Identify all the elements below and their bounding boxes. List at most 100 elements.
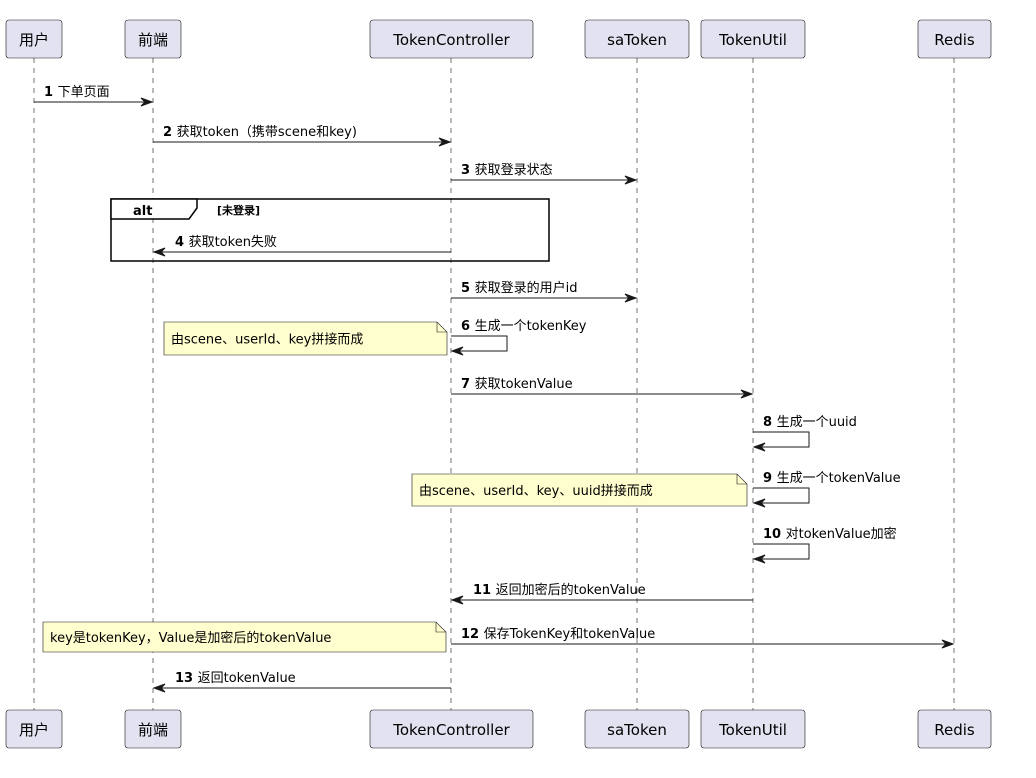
participant-tokenController-bottom: TokenController bbox=[369, 709, 534, 749]
note-corner bbox=[435, 622, 446, 633]
message-text: 返回加密后的tokenValue bbox=[496, 582, 646, 598]
message-label: 11 返回加密后的tokenValue bbox=[473, 582, 646, 598]
message-line bbox=[753, 543, 810, 560]
message-label: 9 生成一个tokenValue bbox=[763, 471, 901, 486]
participant-box bbox=[369, 709, 534, 749]
message-text: 对tokenValue加密 bbox=[786, 526, 897, 542]
message-4: 4 获取token失败 bbox=[152, 235, 451, 257]
arrowhead bbox=[450, 595, 464, 605]
message-number: 6 bbox=[461, 319, 475, 334]
message-1: 1 下单页面 bbox=[34, 85, 154, 107]
message-number: 3 bbox=[461, 163, 475, 178]
participant-label: 前端 bbox=[138, 721, 168, 739]
message-number: 13 bbox=[175, 671, 198, 686]
arrowhead bbox=[152, 683, 166, 693]
message-text: 生成一个tokenKey bbox=[475, 319, 587, 334]
participant-box bbox=[5, 709, 63, 749]
message-3: 3 获取登录状态 bbox=[451, 163, 638, 185]
message-label: 4 获取token失败 bbox=[175, 235, 277, 250]
alt-condition: [未登录] bbox=[217, 203, 260, 217]
participant-label: TokenController bbox=[392, 31, 510, 49]
message-2: 2 获取token（携带scene和key) bbox=[153, 124, 452, 147]
note-9: 由scene、userId、key、uuid拼接而成 bbox=[411, 473, 748, 507]
participant-box bbox=[584, 19, 690, 59]
participant-saToken-bottom: saToken bbox=[584, 709, 690, 749]
participant-user-bottom: 用户 bbox=[5, 709, 63, 749]
message-label: 1 下单页面 bbox=[44, 85, 110, 100]
note-box bbox=[163, 321, 448, 356]
message-number: 11 bbox=[473, 583, 496, 598]
participant-label: Redis bbox=[934, 721, 975, 739]
note-text: 由scene、userId、key拼接而成 bbox=[171, 332, 363, 348]
message-text: 生成一个tokenValue bbox=[777, 471, 901, 486]
participant-label: Redis bbox=[934, 31, 975, 49]
participant-tokenController-top: TokenController bbox=[369, 19, 534, 59]
message-5: 5 获取登录的用户id bbox=[451, 280, 638, 303]
participant-saToken-top: saToken bbox=[584, 19, 690, 59]
message-6: 6 生成一个tokenKey bbox=[450, 319, 587, 356]
note-text: 由scene、userId、key、uuid拼接而成 bbox=[419, 483, 653, 499]
message-number: 9 bbox=[763, 471, 777, 486]
message-label: 13 返回tokenValue bbox=[175, 671, 296, 686]
message-text: 生成一个uuid bbox=[777, 415, 857, 430]
arrowhead bbox=[740, 389, 754, 399]
arrowhead bbox=[941, 639, 955, 649]
message-label: 7 获取tokenValue bbox=[461, 377, 573, 392]
message-number: 8 bbox=[763, 415, 777, 430]
message-number: 12 bbox=[461, 627, 484, 642]
message-text: 获取登录状态 bbox=[475, 163, 553, 178]
message-7: 7 获取tokenValue bbox=[451, 377, 754, 399]
message-label: 12 保存TokenKey和tokenValue bbox=[461, 627, 655, 642]
message-text: 获取token失败 bbox=[189, 235, 277, 250]
message-10: 10 对tokenValue加密 bbox=[752, 526, 897, 564]
participant-box bbox=[369, 19, 534, 59]
note-corner bbox=[736, 474, 747, 485]
participant-label: TokenController bbox=[392, 721, 510, 739]
message-text: 下单页面 bbox=[58, 85, 110, 100]
message-number: 5 bbox=[461, 281, 475, 296]
notes: 由scene、userId、key拼接而成由scene、userId、key、u… bbox=[42, 321, 748, 653]
message-text: 获取tokenValue bbox=[475, 377, 573, 392]
participant-redis-bottom: Redis bbox=[917, 709, 992, 749]
participant-frontend-bottom: 前端 bbox=[124, 709, 182, 749]
message-label: 3 获取登录状态 bbox=[461, 163, 553, 178]
participant-label: saToken bbox=[607, 31, 667, 49]
message-line bbox=[753, 431, 810, 448]
alt-fragment: alt [未登录] bbox=[110, 198, 550, 262]
participant-box bbox=[917, 19, 992, 59]
message-label: 5 获取登录的用户id bbox=[461, 280, 577, 296]
participant-tokenUtil-top: TokenUtil bbox=[700, 19, 806, 59]
note-corner bbox=[436, 322, 447, 333]
message-12: 12 保存TokenKey和tokenValue bbox=[451, 627, 955, 649]
arrowhead bbox=[140, 97, 154, 107]
note-12: key是tokenKey，Value是加密后的tokenValue bbox=[42, 621, 447, 653]
message-11: 11 返回加密后的tokenValue bbox=[450, 582, 753, 605]
message-13: 13 返回tokenValue bbox=[152, 671, 451, 693]
arrowhead bbox=[624, 293, 638, 303]
participant-label: 用户 bbox=[19, 31, 49, 49]
arrowhead bbox=[152, 247, 166, 257]
participant-box bbox=[124, 709, 182, 749]
participant-label: TokenUtil bbox=[718, 31, 787, 49]
arrowhead bbox=[752, 554, 766, 564]
note-box bbox=[42, 621, 447, 653]
message-label: 2 获取token（携带scene和key) bbox=[163, 124, 357, 140]
participant-box bbox=[917, 709, 992, 749]
participant-redis-top: Redis bbox=[917, 19, 992, 59]
participant-box bbox=[700, 19, 806, 59]
alt-tab bbox=[110, 198, 198, 220]
message-line bbox=[451, 335, 508, 352]
arrowhead bbox=[450, 346, 464, 356]
message-text: 获取token（携带scene和key) bbox=[177, 124, 357, 140]
message-line bbox=[753, 487, 810, 504]
arrowhead bbox=[438, 137, 452, 147]
participant-box bbox=[5, 19, 63, 59]
participant-tokenUtil-bottom: TokenUtil bbox=[700, 709, 806, 749]
participant-label: 前端 bbox=[138, 31, 168, 49]
message-number: 2 bbox=[163, 125, 177, 140]
participants: 用户用户前端前端TokenControllerTokenControllersa… bbox=[5, 19, 992, 749]
message-text: 获取登录的用户id bbox=[475, 280, 578, 296]
note-6: 由scene、userId、key拼接而成 bbox=[163, 321, 448, 356]
alt-keyword: alt bbox=[133, 204, 152, 219]
message-9: 9 生成一个tokenValue bbox=[752, 471, 901, 508]
